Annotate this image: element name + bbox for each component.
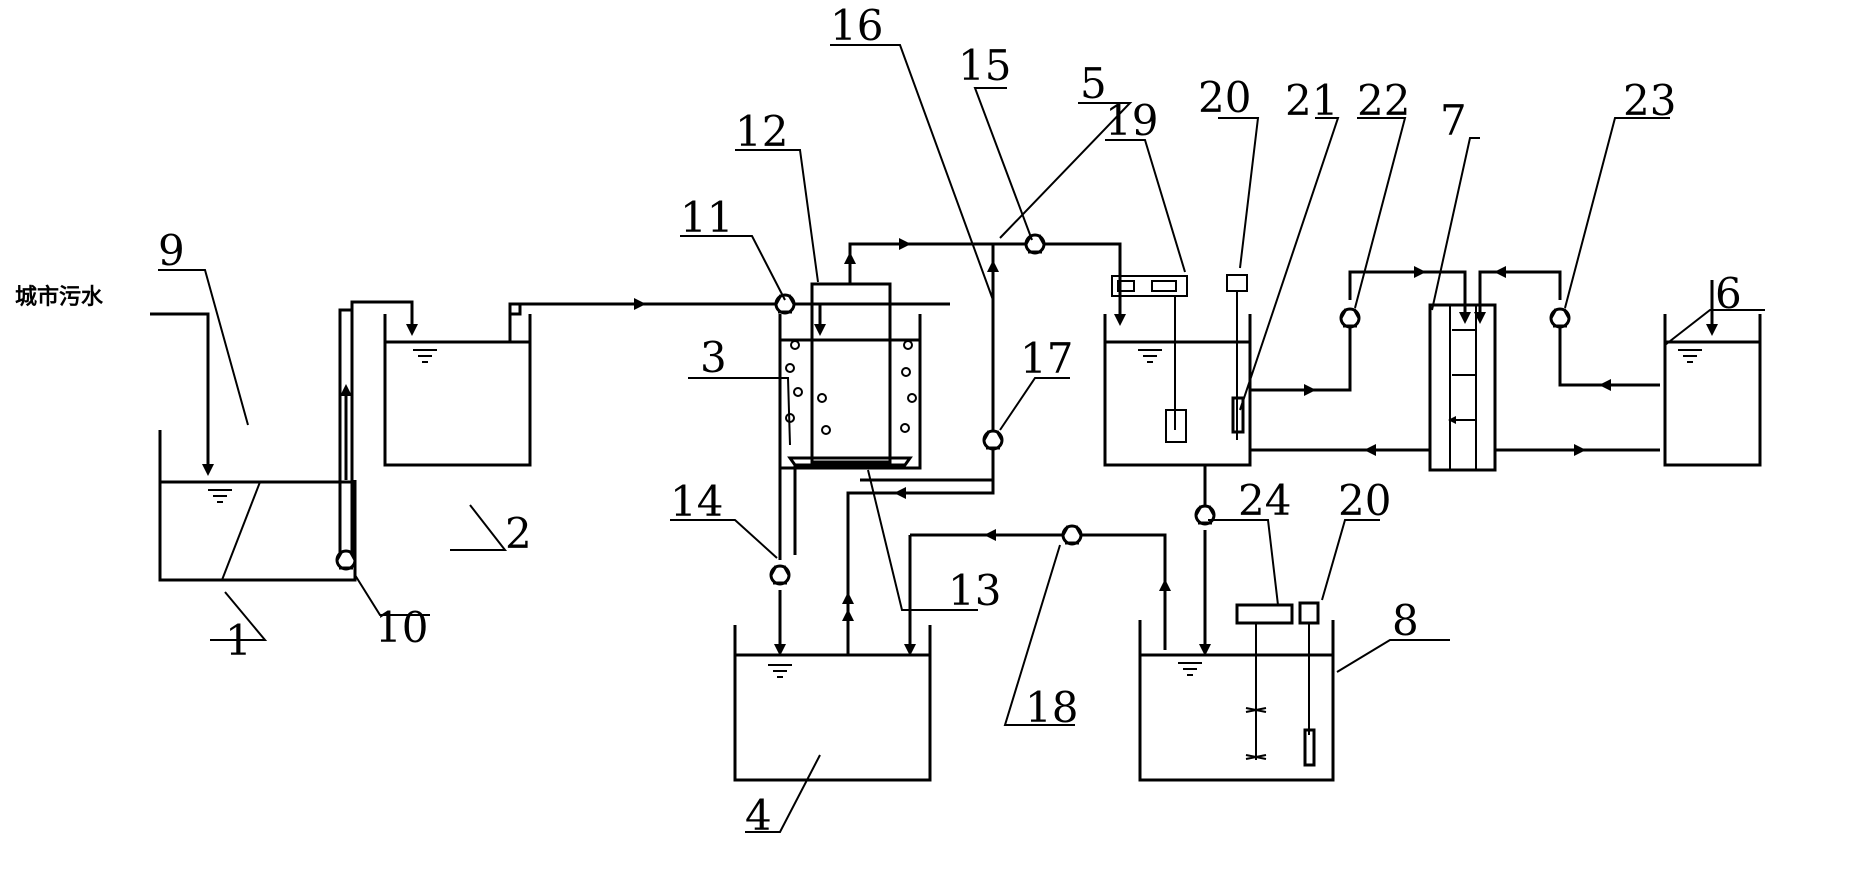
stirrer-24 xyxy=(1235,603,1294,760)
label-15: 15 xyxy=(958,41,1011,90)
label-1: 1 xyxy=(225,616,252,665)
inlet-label: 城市污水 xyxy=(15,284,104,310)
tank-2 xyxy=(383,314,532,467)
label-18: 18 xyxy=(1025,683,1078,732)
line-5-to-7 xyxy=(1250,266,1471,396)
line-6-to-7 xyxy=(1474,266,1660,391)
column-7 xyxy=(1428,303,1497,472)
pump-10-icon xyxy=(335,549,357,571)
label-2: 2 xyxy=(505,509,532,558)
probe-20-bottom xyxy=(1298,601,1320,767)
reactor-tank-3 xyxy=(778,314,922,470)
label-10: 10 xyxy=(375,603,428,652)
pump-23-icon xyxy=(1549,307,1571,329)
label-19: 19 xyxy=(1105,96,1158,145)
tank-4 xyxy=(733,625,932,782)
meter-19 xyxy=(1111,275,1188,443)
pump-11-icon xyxy=(774,293,796,315)
raw-sewage-inlet: 城市污水 xyxy=(15,284,214,476)
label-17: 17 xyxy=(1020,334,1073,383)
label-4: 4 xyxy=(745,791,772,840)
pipe-2-to-reactor xyxy=(508,298,932,342)
pump-18-line xyxy=(910,529,1171,650)
pump-14-icon xyxy=(769,564,791,586)
label-13: 13 xyxy=(948,566,1001,615)
pump-21-icon xyxy=(1194,504,1216,526)
probe-20-top xyxy=(1226,274,1248,440)
label-9: 9 xyxy=(158,226,185,275)
label-24: 24 xyxy=(1238,476,1291,525)
label-20-bottom: 20 xyxy=(1338,476,1391,525)
aerator-13 xyxy=(787,456,913,467)
label-3: 3 xyxy=(700,333,727,382)
tank-1 xyxy=(158,430,357,582)
label-6: 6 xyxy=(1715,269,1742,318)
membrane-module-12 xyxy=(810,282,892,464)
pump-22-icon xyxy=(1339,307,1361,329)
tank-8 xyxy=(1138,620,1335,782)
label-8: 8 xyxy=(1392,596,1419,645)
label-11: 11 xyxy=(680,193,733,242)
leader-lines xyxy=(158,44,1765,833)
probe-21 xyxy=(1231,396,1245,434)
label-16: 16 xyxy=(830,1,883,50)
label-20-top: 20 xyxy=(1198,73,1251,122)
pump-18-icon xyxy=(1061,524,1083,546)
label-22: 22 xyxy=(1357,76,1410,125)
label-23: 23 xyxy=(1623,76,1676,125)
tank-6 xyxy=(1663,280,1762,467)
label-5: 5 xyxy=(1080,59,1107,108)
pump-15-icon xyxy=(1024,233,1046,255)
label-12: 12 xyxy=(735,107,788,156)
pump-17-icon xyxy=(982,429,1004,451)
recycle-line-4-to-3 xyxy=(793,452,995,643)
label-14: 14 xyxy=(670,477,723,526)
riser-pipe-1-to-2 xyxy=(338,300,418,560)
label-7: 7 xyxy=(1440,96,1467,145)
label-21: 21 xyxy=(1285,76,1338,125)
